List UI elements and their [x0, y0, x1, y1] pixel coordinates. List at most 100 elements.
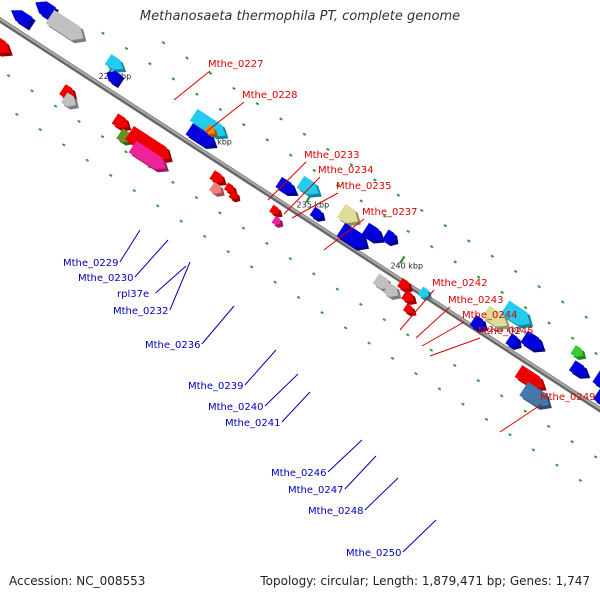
gene-blue-44-face — [593, 388, 600, 404]
track-dot — [429, 348, 434, 352]
gene-pink-21 — [271, 215, 284, 228]
leader-line — [244, 349, 277, 386]
gene-red-10 — [125, 126, 173, 164]
track-dot — [560, 300, 565, 304]
gene-red-0 — [0, 37, 13, 57]
gene-cyan-6 — [104, 54, 127, 73]
track-dot — [484, 417, 489, 422]
gene-blue-23-face — [309, 206, 323, 219]
track-dot — [437, 387, 442, 391]
gene-blue-25-face — [336, 222, 367, 248]
track-dot — [194, 195, 199, 200]
gene-blue-7 — [106, 70, 125, 89]
gene-red-18-face — [228, 190, 238, 200]
gene-blue-19 — [275, 176, 299, 196]
track-dot — [232, 86, 236, 91]
gene-gray-3 — [45, 9, 87, 44]
track-dot — [476, 378, 481, 383]
track-dot — [443, 224, 448, 228]
track-dot — [513, 269, 518, 274]
gene-gray-5 — [60, 92, 79, 110]
track-dot — [195, 92, 199, 96]
track-dot — [523, 409, 527, 413]
leader-line — [421, 321, 465, 347]
leader-line — [327, 439, 363, 473]
gene-blue-38 — [520, 330, 546, 353]
track-dot — [406, 229, 411, 234]
track-dot — [537, 285, 542, 289]
track-dot — [302, 132, 307, 136]
gene-green-41 — [570, 345, 587, 361]
gene-gray-3-face — [45, 9, 84, 41]
leader-line — [344, 455, 377, 490]
gene-steel-40-face — [519, 381, 549, 407]
leader-line — [415, 306, 451, 339]
gene-label-mthe_0249: Mthe_0249 — [540, 392, 596, 403]
track-dot — [500, 290, 504, 295]
gene-pink-11 — [128, 140, 169, 173]
track-dot — [296, 295, 301, 300]
scale-tick — [399, 255, 406, 264]
track-dot — [312, 168, 317, 173]
gene-steel-40 — [519, 381, 552, 410]
gene-blue-43-face — [592, 370, 600, 387]
leader-line — [399, 289, 435, 331]
track-dot — [508, 432, 512, 437]
track-dot — [179, 219, 183, 223]
leader-line — [499, 403, 543, 433]
gene-label-mthe_0234: Mthe_0234 — [318, 165, 374, 176]
scale-label: 235 kbp — [297, 200, 330, 209]
track-dot — [265, 241, 269, 246]
track-dot — [452, 363, 457, 368]
gene-label-rpl37e: rpl37e — [117, 289, 149, 300]
gene-blue-44 — [593, 388, 600, 405]
accession-label: Accession: NC_008553 — [9, 574, 146, 588]
gene-cyan-6-face — [104, 54, 124, 70]
track-dot — [584, 315, 588, 319]
track-dot — [208, 71, 213, 75]
track-dot — [359, 302, 363, 307]
gene-blue-2-face — [35, 1, 56, 20]
gene-gray-29 — [383, 282, 402, 300]
leader-line — [283, 176, 321, 215]
gene-cyan-36 — [500, 300, 534, 329]
track-dot — [570, 439, 574, 444]
track-dot — [279, 117, 283, 121]
gene-blue-37 — [505, 333, 522, 351]
gene-salmon-16 — [208, 181, 225, 197]
track-dot — [218, 211, 222, 215]
gene-blue-42-face — [568, 360, 588, 376]
track-dot — [273, 280, 277, 284]
track-dot — [335, 287, 340, 291]
leader-line — [429, 337, 481, 357]
track-dot — [578, 478, 583, 483]
gene-red-8-face — [111, 113, 129, 129]
track-dot — [594, 351, 598, 356]
leader-line — [134, 239, 169, 278]
gene-red-15 — [209, 170, 227, 186]
gene-blue-23 — [309, 206, 326, 222]
track-dot — [202, 234, 207, 239]
track-dot — [265, 138, 270, 142]
gene-khaki-35-face — [481, 305, 508, 327]
track-dot — [85, 158, 90, 162]
gene-green-41-face — [570, 345, 584, 358]
track-dot — [499, 394, 504, 398]
track-dot — [171, 180, 175, 185]
gene-khaki-35 — [481, 305, 511, 330]
gene-label-mthe_0235: Mthe_0235 — [336, 181, 392, 192]
gene-label-mthe_0248: Mthe_0248 — [308, 506, 364, 517]
track-dot — [77, 119, 81, 124]
track-dot — [523, 306, 528, 310]
track-dot — [429, 245, 434, 249]
gene-khaki-24 — [336, 203, 362, 227]
track-dot — [593, 455, 598, 459]
scale-label: 230 kbp — [199, 137, 232, 146]
gene-pink-11-face — [128, 140, 166, 170]
track-dot — [373, 178, 377, 182]
gene-gray-29-face — [383, 282, 399, 297]
gene-label-mthe_0227: Mthe_0227 — [208, 59, 264, 70]
gene-red-10-face — [125, 126, 170, 161]
gene-label-mthe_0237: Mthe_0237 — [362, 207, 418, 218]
